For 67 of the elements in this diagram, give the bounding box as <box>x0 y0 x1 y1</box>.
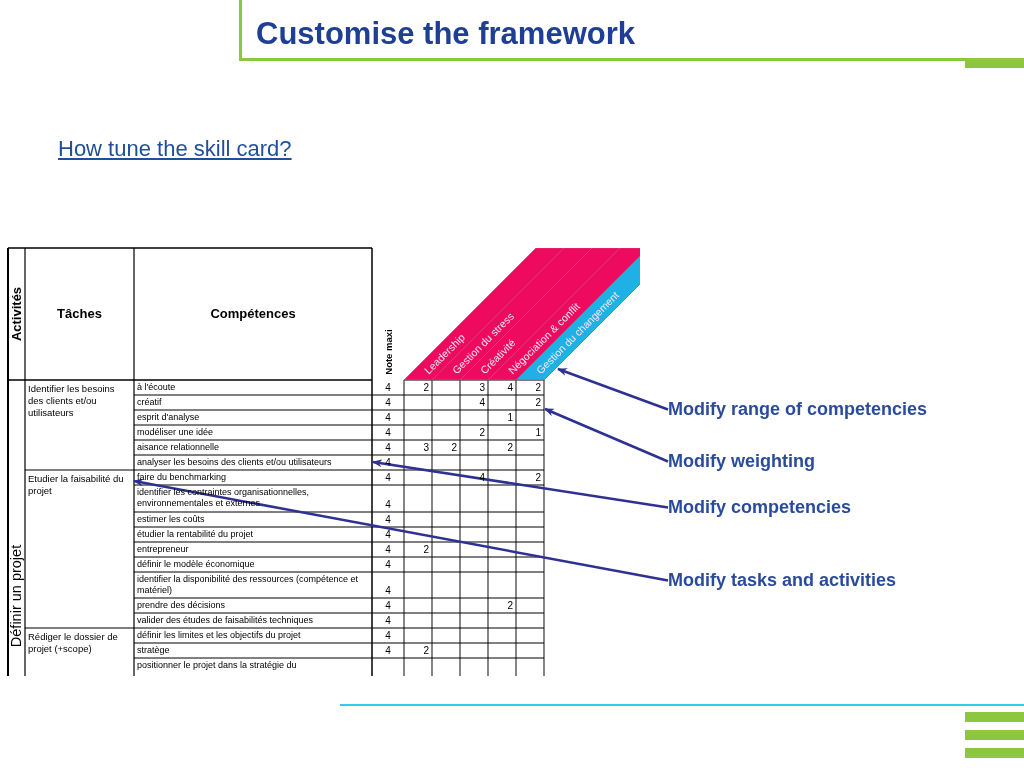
score-value: 3 <box>422 441 430 455</box>
score-value: 2 <box>506 441 514 455</box>
score-value: 4 <box>478 396 486 410</box>
competence-name: créatif <box>136 396 163 409</box>
task-name: Etudier la faisabilité du projet <box>25 470 134 628</box>
column-header: Note maxi <box>382 329 394 375</box>
arrow <box>557 367 669 411</box>
task-name: Rédiger le dossier de projet (+scope) <box>27 630 119 656</box>
competence-name: analyser les besoins des clients et/ou utilisateurs <box>134 455 372 470</box>
score-value: 4 <box>384 411 392 425</box>
score-value: 4 <box>384 471 392 485</box>
score-value: 4 <box>384 584 392 598</box>
score-value: 2 <box>534 471 542 485</box>
score-value: 1 <box>506 411 514 425</box>
column-header: Tâches <box>56 306 103 321</box>
competence-name: estimer les coûts <box>136 513 206 526</box>
competence-name: à l'écoute <box>136 381 177 394</box>
score-value: 4 <box>384 629 392 643</box>
arrow <box>544 407 669 463</box>
column-header: Activités <box>8 286 24 342</box>
competence-name: prendre des décisions <box>136 599 227 612</box>
score-value: 4 <box>384 513 392 527</box>
score-value: 4 <box>506 381 514 395</box>
score-value: 4 <box>384 426 392 440</box>
competence-name: entrepreneur <box>136 543 190 556</box>
score-value: 2 <box>478 426 486 440</box>
competence-name: définir le modèle économique <box>136 558 256 571</box>
column-header: Compétences <box>209 306 297 321</box>
competence-name: identifier la disponibilité des ressources (compétence et matériel) <box>136 573 360 597</box>
score-value: 4 <box>384 528 392 542</box>
score-value: 4 <box>384 396 392 410</box>
row-group-header: Définir un projet <box>8 544 24 648</box>
task-name: Identifier les besoins des clients et/ou utilisateurs <box>27 382 116 420</box>
score-value: 2 <box>516 395 544 410</box>
competence-name: aisance relationnelle <box>136 441 221 454</box>
competence-name: étudier la rentabilité du projet <box>136 528 255 541</box>
score-value: 2 <box>422 644 430 658</box>
score-value: 4 <box>384 381 392 395</box>
score-value: 4 <box>384 644 392 658</box>
callout-text: Modify weighting <box>668 451 815 472</box>
subtitle-link: How tune the skill card? <box>58 136 292 162</box>
score-value: 4 <box>384 498 392 512</box>
score-value: 4 <box>384 543 392 557</box>
score-value: 1 <box>534 426 542 440</box>
arrow <box>372 459 669 509</box>
callout-text: Modify tasks and activities <box>668 570 897 591</box>
competence-name: définir les limites et les objectifs du projet <box>136 629 302 642</box>
score-value: 3 <box>478 381 486 395</box>
competence-name: faire du benchmarking <box>136 471 228 484</box>
score-value: 2 <box>422 381 430 395</box>
score-value: 4 <box>384 599 392 613</box>
competence-name: stratège <box>136 644 171 657</box>
slide-title: Customise the framework <box>256 16 635 52</box>
competence-name: valider des études de faisabilités techniques <box>136 614 315 627</box>
score-value: 4 <box>384 441 392 455</box>
score-value: 4 <box>384 558 392 572</box>
arrow <box>133 478 669 582</box>
callout-text: Modify competencies <box>668 497 852 518</box>
score-value: 2 <box>450 441 458 455</box>
score-value: 4 <box>384 614 392 628</box>
score-value: 2 <box>506 599 514 613</box>
competence-name: modéliser une idée <box>136 426 215 439</box>
competence-name: positionner le projet dans la stratégie du <box>136 659 298 672</box>
callout-text: Modify range of competencies <box>668 399 928 420</box>
score-value: 2 <box>422 543 430 557</box>
competence-name: esprit d'analyse <box>136 411 201 424</box>
score-value: 2 <box>534 381 542 395</box>
